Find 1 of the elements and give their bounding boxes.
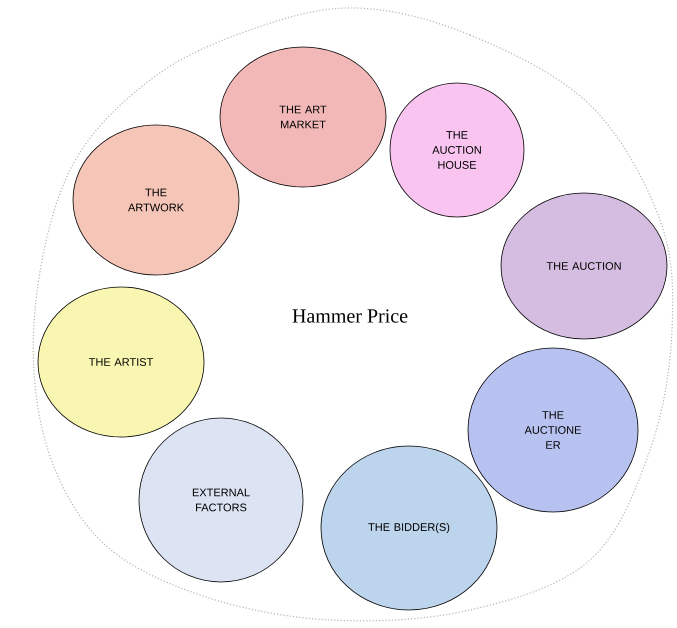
- title: Hammer Price: [292, 309, 408, 323]
